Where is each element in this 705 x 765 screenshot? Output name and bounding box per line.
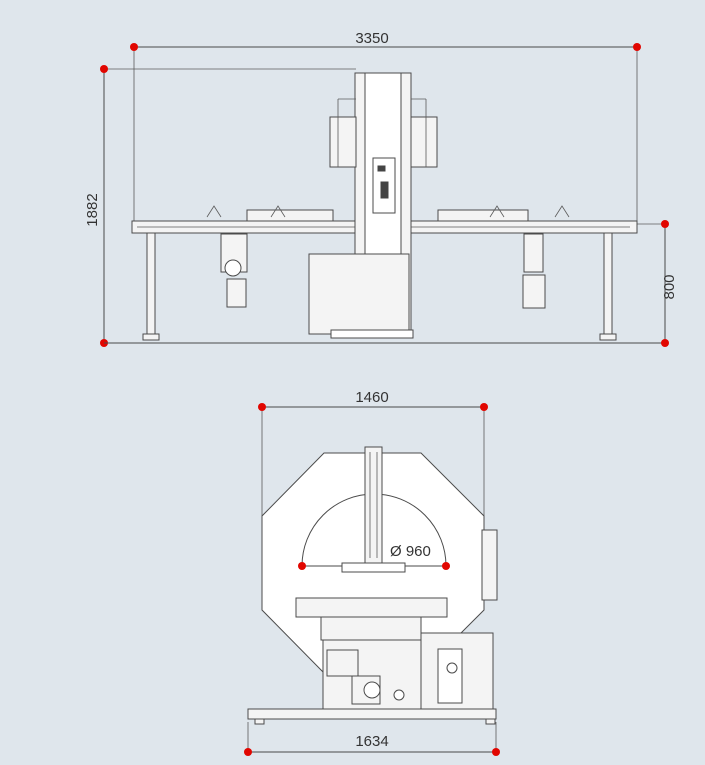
- switch-block: [380, 181, 389, 199]
- motor-box: [326, 649, 359, 677]
- right-leg: [603, 232, 613, 340]
- total-width-label: 3350: [355, 30, 388, 47]
- dimension-dot: [244, 748, 252, 756]
- dimension-dot: [258, 403, 266, 411]
- dimension-dot: [661, 339, 669, 347]
- right-foot: [485, 718, 496, 725]
- pneumatic-gauge: [446, 662, 458, 674]
- display-window: [377, 165, 386, 172]
- dimension-dot: [633, 43, 641, 51]
- left-gear: [224, 259, 242, 277]
- dimension-dot: [661, 220, 669, 228]
- left-feed-plate: [246, 209, 334, 222]
- dimension-dot: [442, 562, 450, 570]
- left-control-box: [226, 278, 247, 308]
- right-feed-plate: [437, 209, 529, 222]
- right-foot: [599, 333, 617, 341]
- dimension-dot: [480, 403, 488, 411]
- inner-crossbeam: [320, 616, 422, 641]
- right-top-clamp: [410, 116, 438, 168]
- top-guide-rods: [337, 98, 427, 167]
- base-skid: [247, 708, 497, 720]
- dimension-dot: [130, 43, 138, 51]
- ring-diameter-label: Ø 960: [390, 543, 431, 560]
- lower-motor-housing: [308, 253, 410, 335]
- side-guard: [481, 529, 498, 601]
- feed-levers: [206, 205, 570, 218]
- pneumatic-panel: [437, 648, 463, 704]
- upper-crossbeam: [295, 597, 448, 618]
- right-drive-unit: [523, 233, 544, 273]
- right-control-box: [522, 274, 546, 309]
- pressure-plate: [341, 562, 406, 573]
- small-wheel: [393, 689, 405, 701]
- base-skid: [330, 329, 414, 339]
- left-leg: [146, 232, 156, 340]
- dimension-dot: [100, 65, 108, 73]
- vertical-mast: [364, 446, 383, 566]
- left-top-clamp: [329, 116, 357, 168]
- total-height-label: 1882: [84, 193, 101, 226]
- dimension-dot: [298, 562, 306, 570]
- base-width-label: 1634: [355, 733, 388, 750]
- left-foot: [254, 718, 265, 725]
- top-width-label: 1460: [355, 389, 388, 406]
- gear-wheel: [363, 681, 381, 699]
- left-foot: [142, 333, 160, 341]
- table-height-label: 800: [661, 274, 678, 299]
- dimension-dot: [492, 748, 500, 756]
- front-elevation-machine: [131, 72, 638, 341]
- side-elevation-machine: Ø 960: [247, 446, 498, 725]
